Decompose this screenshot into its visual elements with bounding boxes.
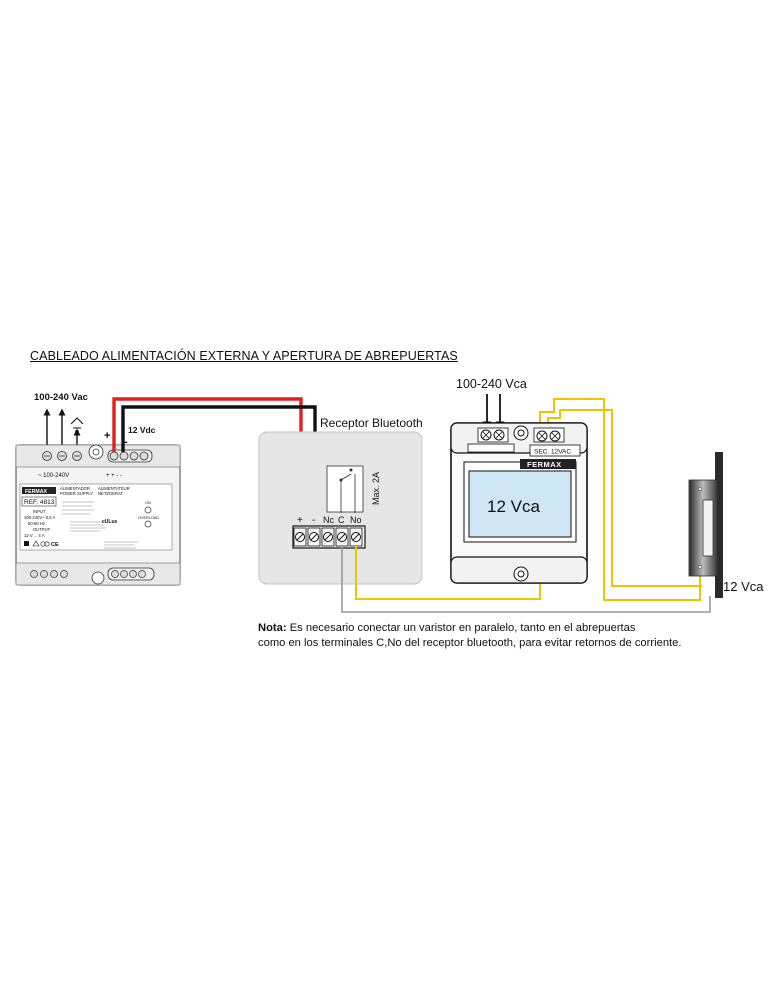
ps-minus-label: - (124, 436, 128, 448)
ps-bottom-terminals (30, 567, 155, 585)
ps-on-label: ON (145, 501, 151, 505)
relay-contact (340, 473, 352, 481)
ps-on-led (144, 506, 152, 514)
ps-cert-icon-2 (40, 541, 46, 547)
yellow-wire-no (355, 398, 701, 601)
ps-input-text: INPUT (33, 509, 46, 514)
transformer-unit: 100-240 Vca SEC. 12VAC (450, 377, 588, 584)
ps-ul-mark: cULus (102, 519, 118, 525)
lock-label: 12 Vca (723, 579, 764, 594)
power-supply-unit: 100-240 Vac (15, 392, 181, 586)
receptor-term-plus: + (297, 515, 303, 526)
transformer-brand: FERMAX (527, 460, 562, 469)
ps-term-right-label: + + - - (106, 473, 122, 479)
ps-ce-mark: CE (51, 542, 59, 548)
ps-term-left-label: ~ 100-240V (38, 473, 69, 479)
wiring-note: Nota: Es necesario conectar un varistor … (258, 621, 681, 651)
receptor-term-minus: - (312, 515, 315, 526)
ps-text-line4: NETZGERAT (98, 491, 123, 496)
ps-output-label: 12 Vdc (128, 425, 156, 435)
yellow-wire-sec (547, 409, 702, 587)
ps-output-text: OUTPUT (33, 527, 51, 532)
relay-max-label: Max. 2A (371, 472, 381, 505)
ps-overload-label: OVERLOAD (138, 516, 159, 520)
receptor-label: Receptor Bluetooth (320, 416, 423, 430)
ps-top-terminals (42, 444, 153, 463)
relay-box (326, 465, 364, 513)
lock-faceplate (715, 452, 723, 598)
gray-wire-c (341, 546, 711, 613)
transformer-display (468, 470, 572, 538)
diagram-title: CABLEADO ALIMENTACIÓN EXTERNA Y APERTURA… (30, 349, 458, 363)
transformer-display-text: 12 Vca (487, 497, 540, 516)
ps-overload-led (144, 520, 152, 528)
lock-latch (702, 499, 714, 557)
ps-text-line2: POWER SUPPLY (60, 491, 93, 496)
ps-cert-icon-1 (24, 541, 29, 546)
ps-freq: 50-60 Hz (28, 521, 45, 526)
ps-text-line3: ALIMENTATEUR (98, 486, 130, 491)
ps-plus-label: + (104, 430, 110, 442)
receptor-term-no: No (350, 515, 362, 525)
transformer-brand-plate (520, 459, 576, 469)
note-bold: Nota: (258, 622, 287, 634)
ps-input-spec: 100-240V~ 0,5 A (24, 515, 56, 520)
ground-icon (70, 417, 84, 432)
receptor-terminal-screws (293, 527, 363, 547)
ps-text-line1: ALIMENTADOR (60, 486, 90, 491)
ps-input-label: 100-240 Vac (34, 392, 88, 403)
bluetooth-receptor: Receptor Bluetooth Max. 2A + - Nc C No (258, 416, 423, 585)
ps-label-panel (19, 483, 173, 551)
ps-home-icon (32, 540, 40, 547)
note-line1: Es necesario conectar un varistor en par… (286, 622, 636, 634)
ps-output-spec: 12 V ... 4 A (24, 533, 45, 538)
ps-ref: REF. 4813 (24, 499, 55, 506)
note-line2: como en los terminales C,No del receptor… (258, 637, 682, 649)
transformer-input-label: 100-240 Vca (456, 377, 527, 391)
ps-brand: FERMAX (25, 489, 47, 495)
ps-fine-print (62, 501, 94, 515)
door-lock: 12 Vca (688, 452, 764, 598)
receptor-term-c: C (338, 515, 345, 525)
transformer-sec-label: SEC. 12VAC (534, 449, 571, 456)
receptor-term-nc: Nc (323, 515, 334, 525)
